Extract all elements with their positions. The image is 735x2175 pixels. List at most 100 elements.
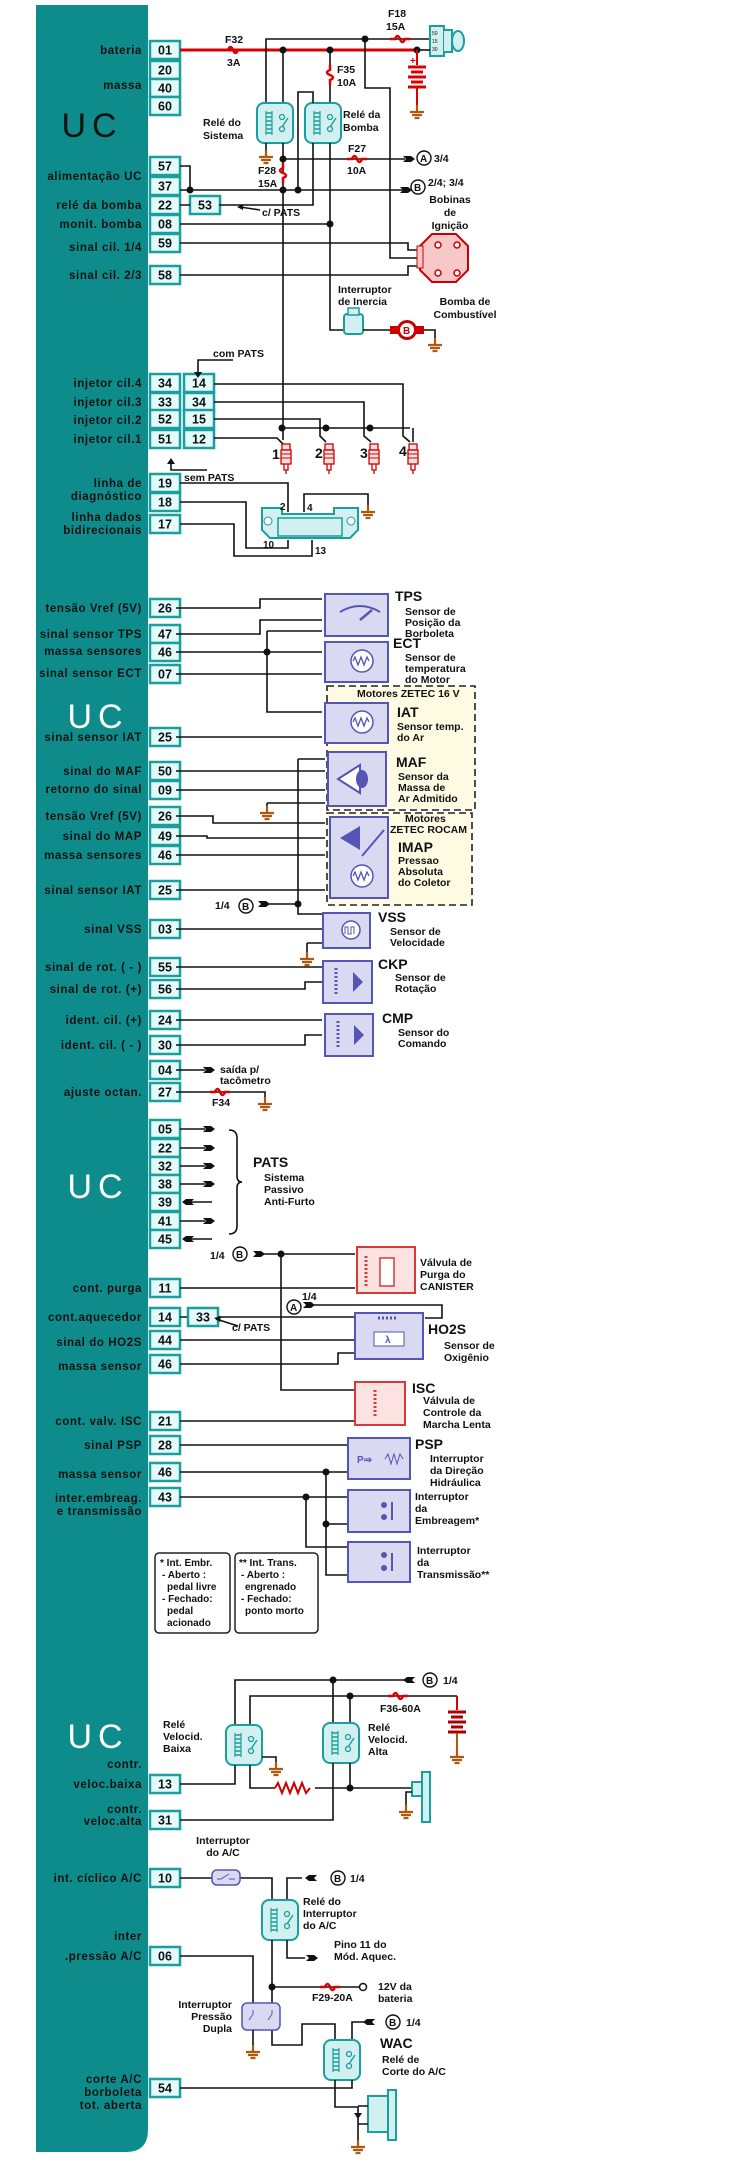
pin-22: 22 bbox=[148, 1137, 182, 1159]
pin-label: injetor cil.3 bbox=[73, 397, 142, 409]
svg-text:Sensor de: Sensor de bbox=[390, 926, 441, 938]
fuse-label: F18 bbox=[388, 8, 406, 20]
pin-51: 51 bbox=[148, 428, 182, 450]
pin-number: 49 bbox=[158, 830, 172, 844]
pin-31: 31 bbox=[148, 1809, 182, 1831]
resistor-icon bbox=[274, 1780, 311, 1796]
svg-text:Interruptor: Interruptor bbox=[196, 1835, 250, 1847]
svg-text:- Fechado:: - Fechado: bbox=[241, 1594, 292, 1605]
svg-text:F27: F27 bbox=[348, 143, 366, 155]
svg-text:4: 4 bbox=[399, 443, 407, 459]
relay-high-speed-icon bbox=[322, 1722, 360, 1764]
svg-text:F28: F28 bbox=[258, 165, 276, 177]
pin-57: 57 bbox=[148, 155, 182, 177]
pin-24: 24 bbox=[148, 1009, 182, 1031]
relay-low-speed-icon bbox=[225, 1724, 263, 1766]
svg-text:tacômetro: tacômetro bbox=[220, 1075, 271, 1087]
pin-label: tensão Vref (5V) bbox=[45, 603, 142, 615]
pin-label: int. cíclico A/C bbox=[54, 1873, 142, 1885]
pin-number: 44 bbox=[158, 1334, 172, 1348]
svg-text:IMAP: IMAP bbox=[398, 839, 433, 855]
ac-cycling-switch-icon bbox=[211, 1869, 241, 1886]
pin-label: ajuste octan. bbox=[64, 1087, 142, 1099]
svg-text:do A/C: do A/C bbox=[206, 1847, 240, 1859]
uc-module bbox=[36, 5, 148, 2152]
pin-47: 47 bbox=[148, 623, 182, 645]
svg-text:Anti-Furto: Anti-Furto bbox=[264, 1196, 315, 1208]
ignition-coil-icon bbox=[416, 233, 469, 283]
pin-number: 46 bbox=[158, 1358, 172, 1372]
svg-text:Sistema: Sistema bbox=[203, 130, 243, 142]
ho2s-sensor-icon bbox=[354, 1312, 424, 1360]
power-section: F32 3A F18 15A 50 15 30 + F35 10A bbox=[180, 8, 497, 440]
pin-53-pats: 53 bbox=[188, 194, 222, 216]
ref-b-icon bbox=[238, 898, 254, 914]
pin-34: 34 bbox=[148, 372, 182, 394]
pin-60: 60 bbox=[148, 95, 182, 117]
svg-text:Borboleta: Borboleta bbox=[405, 628, 454, 640]
pin-label: inter bbox=[114, 1931, 142, 1943]
pin-13: 13 bbox=[148, 1773, 182, 1795]
svg-text:A: A bbox=[290, 1303, 297, 1314]
svg-text:da: da bbox=[417, 1557, 429, 1569]
pin-33: 33 bbox=[148, 391, 182, 413]
clutch-switch-icon bbox=[347, 1489, 411, 1533]
uc-title: UC bbox=[67, 1168, 128, 1206]
pin-number: 32 bbox=[158, 1160, 172, 1174]
pin-22: 22 bbox=[148, 194, 182, 216]
svg-text:B: B bbox=[426, 1676, 433, 1687]
fuse-f18-icon bbox=[388, 34, 412, 44]
svg-text:50: 50 bbox=[432, 31, 438, 37]
pin-number: 03 bbox=[158, 923, 172, 937]
injector-icon bbox=[368, 443, 380, 475]
pin-52: 52 bbox=[148, 408, 182, 430]
pin-label: contr. bbox=[107, 1804, 142, 1816]
pin-14: 14 bbox=[148, 1306, 182, 1328]
svg-text:IAT: IAT bbox=[397, 704, 419, 720]
svg-text:Sensor de: Sensor de bbox=[444, 1340, 495, 1352]
svg-text:Relé da: Relé da bbox=[343, 109, 381, 121]
pin-label: sinal VSS bbox=[84, 924, 142, 936]
pin-number: 52 bbox=[158, 413, 172, 427]
tps-sensor-icon bbox=[324, 593, 389, 637]
pats-note: c/ PATS bbox=[262, 207, 300, 219]
pin-label: sinal do MAF bbox=[63, 766, 142, 778]
ignition-switch-icon: 50 15 30 bbox=[429, 25, 465, 57]
pin-number: 15 bbox=[192, 413, 206, 427]
pin-40: 40 bbox=[148, 77, 182, 99]
pin-number: 19 bbox=[158, 477, 172, 491]
fuse-rating: 15A bbox=[386, 21, 406, 33]
pin-37: 37 bbox=[148, 175, 182, 197]
svg-text:CKP: CKP bbox=[378, 956, 408, 972]
svg-text:ECT: ECT bbox=[393, 635, 421, 651]
pin-26: 26 bbox=[148, 805, 182, 827]
svg-text:30: 30 bbox=[432, 47, 438, 53]
pin-number: 37 bbox=[158, 180, 172, 194]
svg-text:com PATS: com PATS bbox=[213, 348, 264, 360]
pin-11: 11 bbox=[148, 1277, 182, 1299]
svg-text:B: B bbox=[242, 902, 249, 913]
pin-label: veloc.baixa bbox=[73, 1779, 142, 1791]
sensor-section: Motores ZETEC 16 V Motores ZETEC ROCAM T… bbox=[176, 588, 476, 1112]
pin-label: sinal sensor IAT bbox=[44, 732, 142, 744]
svg-text:Motores ZETEC 16 V: Motores ZETEC 16 V bbox=[357, 688, 460, 700]
pin-number: 14 bbox=[192, 377, 206, 391]
pin-41: 41 bbox=[148, 1210, 182, 1232]
pin-number: 14 bbox=[158, 1311, 172, 1325]
svg-text:Interruptor: Interruptor bbox=[415, 1491, 469, 1503]
psp-switch-icon bbox=[347, 1437, 411, 1480]
ref-b-icon bbox=[422, 1672, 438, 1688]
svg-text:Interruptor: Interruptor bbox=[417, 1545, 471, 1557]
compressor-clutch-icon bbox=[358, 2089, 397, 2141]
pin-number: 38 bbox=[158, 1178, 172, 1192]
svg-text:ISC: ISC bbox=[412, 1380, 435, 1396]
svg-text:Sensor de: Sensor de bbox=[395, 972, 446, 984]
fuse-f36-icon bbox=[386, 1691, 410, 1701]
pin-label: borboleta bbox=[84, 2087, 142, 2099]
pin-label: linha dados bbox=[72, 512, 143, 524]
svg-text:- Aberto :: - Aberto : bbox=[162, 1570, 206, 1581]
fan-motor-icon bbox=[397, 1771, 431, 1823]
pin-number: 34 bbox=[192, 396, 206, 410]
pin-number: 46 bbox=[158, 1466, 172, 1480]
pin-label: sinal cil. 1/4 bbox=[69, 242, 142, 254]
